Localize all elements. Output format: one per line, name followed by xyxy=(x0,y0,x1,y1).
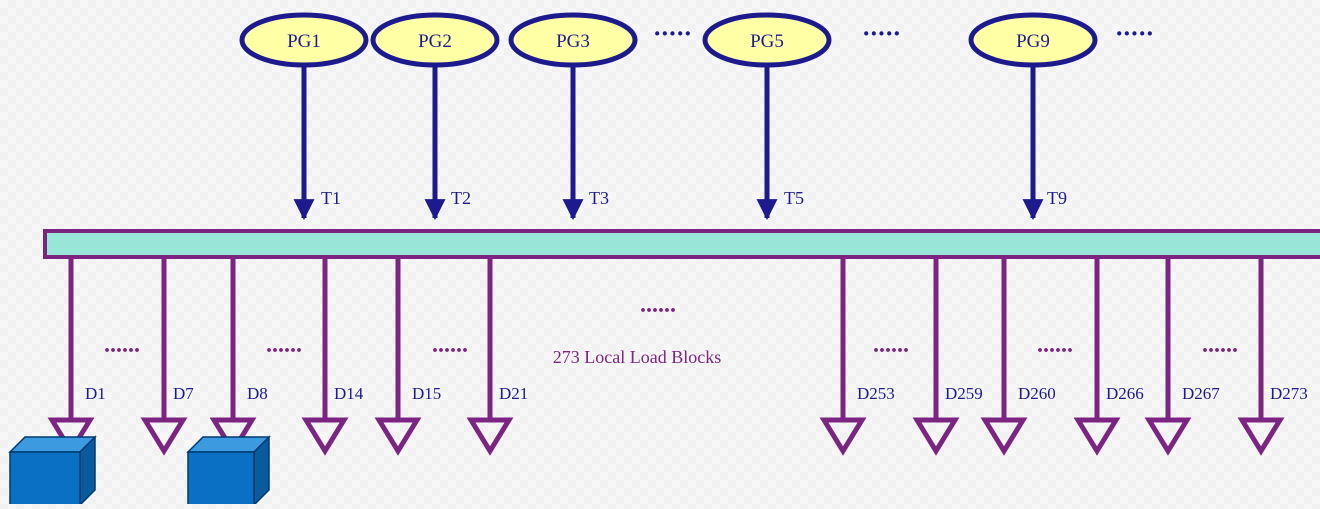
generator-ellipsis: ····· xyxy=(653,19,691,48)
generator-label: PG3 xyxy=(556,31,590,52)
transmission-lines xyxy=(293,64,1044,221)
load-ellipsis: ······ xyxy=(872,338,908,364)
generator-ellipse xyxy=(968,12,1098,68)
load-ellipsis: ······ xyxy=(639,298,675,324)
load-d7 xyxy=(140,259,188,456)
generator-ellipsis: ····· xyxy=(1115,19,1153,48)
generator-pg9: PG9 xyxy=(968,12,1098,68)
load-d15 xyxy=(374,259,422,456)
generator-ellipse xyxy=(239,12,369,68)
load-d266 xyxy=(1073,259,1121,456)
load-d260 xyxy=(980,259,1028,456)
generator-pg1: PG1 xyxy=(239,12,369,68)
load-label: D15 xyxy=(412,384,441,403)
load-label: D21 xyxy=(499,384,528,403)
load-label: D8 xyxy=(247,384,268,403)
line-label-t1: T1 xyxy=(321,188,341,208)
generator-ellipse xyxy=(370,12,500,68)
bus-bar xyxy=(43,229,1320,259)
line-label-t5: T5 xyxy=(784,188,804,208)
load-d253 xyxy=(819,259,867,456)
line-label-t9: T9 xyxy=(1047,188,1067,208)
load-d14 xyxy=(301,259,349,456)
load-label: D253 xyxy=(857,384,895,403)
load-d21 xyxy=(466,259,514,456)
load-d267 xyxy=(1144,259,1192,456)
generator-pg5: PG5 xyxy=(702,12,832,68)
generator-ellipsis: ····· xyxy=(862,19,900,48)
load-label: D1 xyxy=(85,384,106,403)
line-label-t3: T3 xyxy=(589,188,609,208)
generator-pg2: PG2 xyxy=(370,12,500,68)
load-label: D267 xyxy=(1182,384,1220,403)
generator-pg3: PG3 xyxy=(508,12,638,68)
storage-box-icon xyxy=(186,435,271,507)
storage-box-icon xyxy=(8,435,97,507)
load-label: D259 xyxy=(945,384,983,403)
generator-label: PG2 xyxy=(418,31,452,52)
load-labels: D1 D7 D8 D14 D15 D21 D253 D259 D260 D266… xyxy=(85,384,1308,403)
generator-label: PG9 xyxy=(1016,31,1050,52)
generator-label: PG1 xyxy=(287,31,321,52)
load-blocks xyxy=(47,259,1285,456)
load-d8 xyxy=(209,259,257,456)
generator-label: PG5 xyxy=(750,31,784,52)
load-label: D260 xyxy=(1018,384,1056,403)
load-ellipsis: ······ xyxy=(431,338,467,364)
load-d259 xyxy=(912,259,960,456)
load-ellipsis: ······ xyxy=(265,338,301,364)
generator-ellipse xyxy=(702,12,832,68)
load-label: D14 xyxy=(334,384,364,403)
load-d1 xyxy=(47,259,95,456)
load-ellipsis: ······ xyxy=(1201,338,1237,364)
generator-ellipse xyxy=(508,12,638,68)
load-ellipsis-group: ······ ······ ······ ······ ······ ·····… xyxy=(103,298,1239,364)
load-label: D7 xyxy=(173,384,194,403)
bus-caption: 273 Local Load Blocks xyxy=(553,347,721,367)
load-label: D266 xyxy=(1106,384,1144,403)
load-ellipsis: ······ xyxy=(103,338,139,364)
load-ellipsis: ······ xyxy=(1036,338,1072,364)
line-label-t2: T2 xyxy=(451,188,471,208)
load-d273 xyxy=(1237,259,1285,456)
load-label: D273 xyxy=(1270,384,1308,403)
